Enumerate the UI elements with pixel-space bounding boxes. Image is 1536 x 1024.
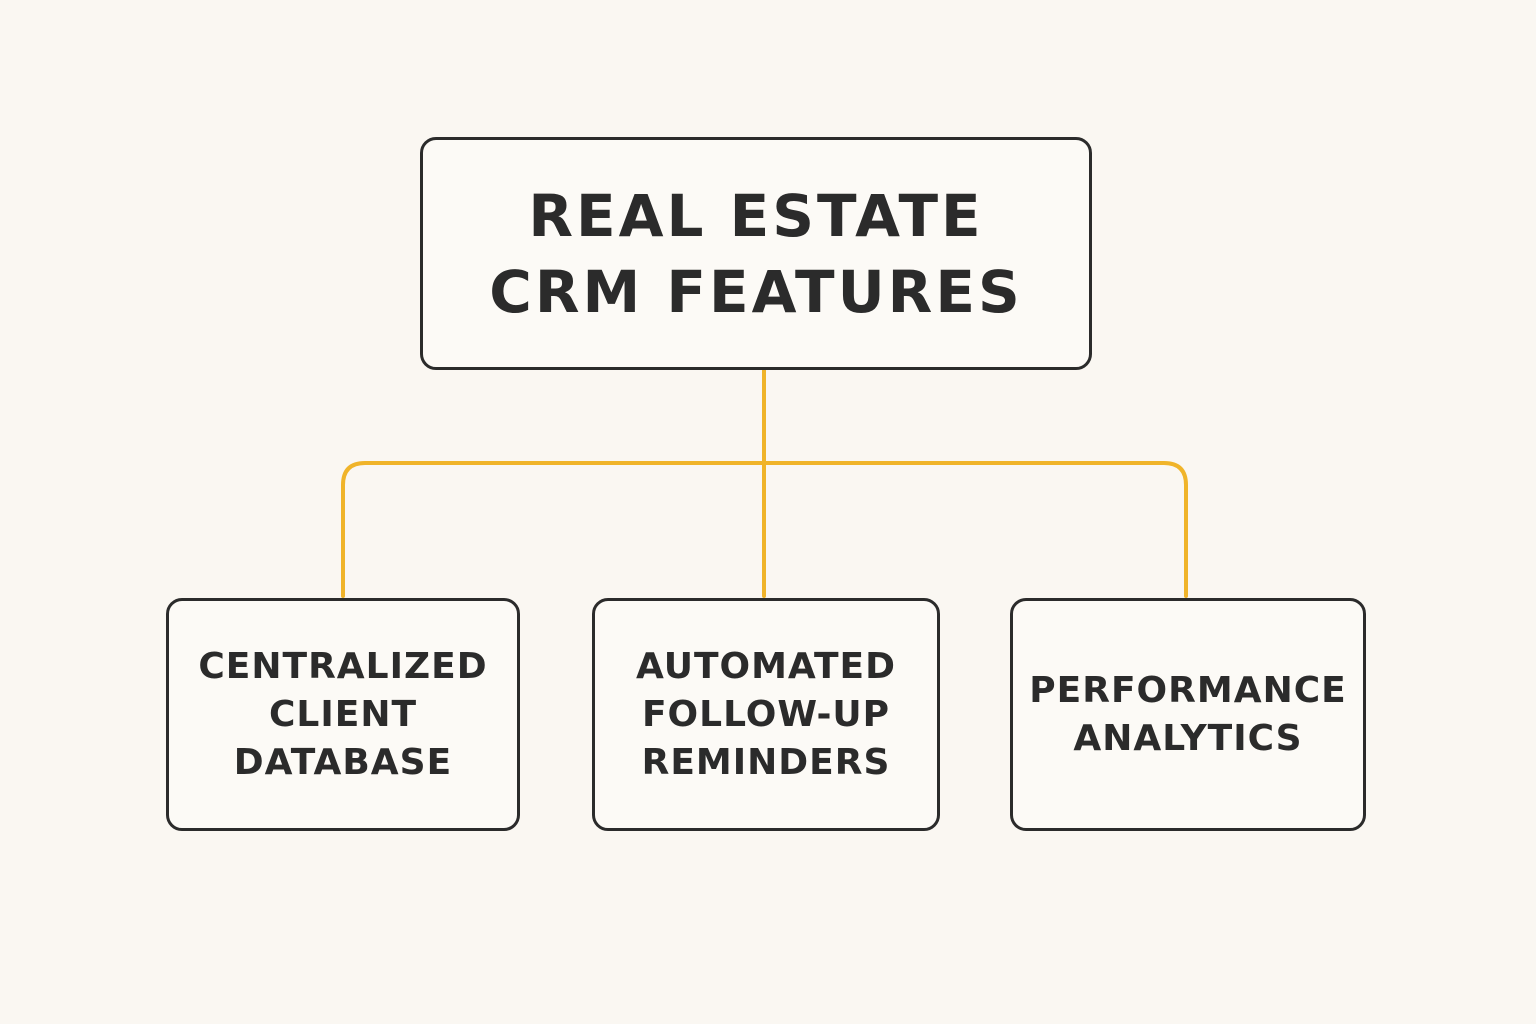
child-node-automated-follow-up-reminders: AUTOMATED FOLLOW-UP REMINDERS bbox=[592, 598, 940, 831]
child-2-line-1: AUTOMATED bbox=[635, 645, 897, 687]
child-1-line-3: DATABASE bbox=[233, 741, 453, 783]
child-2-line-3: REMINDERS bbox=[641, 741, 891, 783]
child-3-line-2: ANALYTICS bbox=[1073, 717, 1303, 759]
child-node-centralized-client-database: CENTRALIZED CLIENT DATABASE bbox=[166, 598, 520, 831]
child-1-line-1: CENTRALIZED bbox=[198, 645, 488, 687]
child-3-line-1: PERFORMANCE bbox=[1029, 669, 1347, 711]
root-node-real-estate-crm-features: REAL ESTATE CRM FEATURES bbox=[420, 137, 1092, 370]
child-node-performance-analytics: PERFORMANCE ANALYTICS bbox=[1010, 598, 1366, 831]
root-title-line-1: REAL ESTATE bbox=[528, 181, 984, 250]
child-1-line-2: CLIENT bbox=[268, 693, 418, 735]
root-title-line-2: CRM FEATURES bbox=[489, 257, 1023, 326]
child-2-line-2: FOLLOW-UP bbox=[641, 693, 891, 735]
